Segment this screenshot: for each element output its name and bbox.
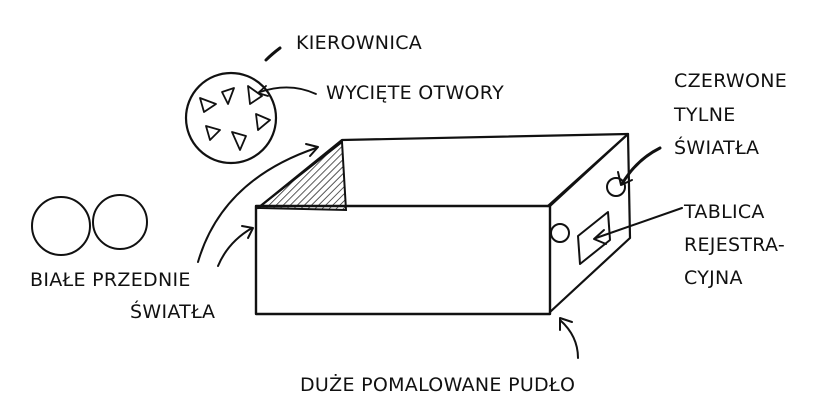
box-headlight-circle — [550, 223, 570, 243]
painted-box — [254, 132, 632, 316]
front-light-left — [31, 196, 91, 256]
arrow-cut-holes-head — [257, 85, 269, 97]
arrow-license-plate-head — [593, 229, 607, 245]
arrow-box — [559, 319, 579, 359]
cut-hole-5 — [205, 125, 221, 141]
arrow-cut-holes — [259, 86, 317, 95]
arrow-front-lights-short-head — [241, 225, 254, 239]
label-plate-line3: CYJNA — [684, 267, 743, 289]
cut-hole-1 — [221, 87, 235, 105]
label-rear-lights-line1: CZERWONE — [674, 70, 787, 92]
arrow-steering-wheel — [264, 46, 282, 62]
front-lights — [31, 194, 148, 256]
label-steering-wheel: KIEROWNICA — [296, 32, 422, 54]
label-cut-holes: WYCIĘTE OTWORY — [326, 82, 504, 104]
cut-hole-6 — [231, 131, 247, 151]
cut-hole-3 — [199, 97, 217, 113]
arrow-rear-lights — [620, 146, 662, 186]
arrow-box-head — [559, 317, 573, 331]
arrow-license-plate — [595, 207, 683, 239]
label-box: DUŻE POMALOWANE PUDŁO — [300, 373, 575, 396]
label-plate-line1: TABLICA — [683, 201, 765, 223]
label-front-lights-line2: ŚWIATŁA — [130, 299, 215, 323]
box-front-face — [254, 204, 552, 316]
label-front-lights-line1: BIAŁE PRZEDNIE — [30, 269, 191, 291]
box-tail-light-circle — [606, 177, 626, 197]
label-plate-line2: REJESTRA- — [684, 234, 785, 256]
box-top-back-edges — [256, 132, 630, 210]
arrow-front-lights-short — [217, 227, 253, 267]
steering-wheel-rim — [184, 71, 278, 165]
arrow-front-lights-curve — [197, 147, 317, 263]
arrow-front-lights-curve-head — [305, 143, 319, 157]
cut-hole-triangles — [199, 85, 271, 151]
front-light-right — [92, 194, 148, 250]
cut-hole-2 — [247, 85, 263, 105]
cut-hole-4 — [255, 113, 271, 131]
steering-wheel — [184, 71, 278, 165]
arrow-rear-lights-head — [617, 171, 633, 186]
label-rear-lights-line2: TYLNE — [673, 104, 736, 126]
label-rear-lights-line3: ŚWIATŁA — [674, 135, 759, 159]
box-side-face — [548, 132, 632, 314]
license-plate — [577, 211, 611, 265]
